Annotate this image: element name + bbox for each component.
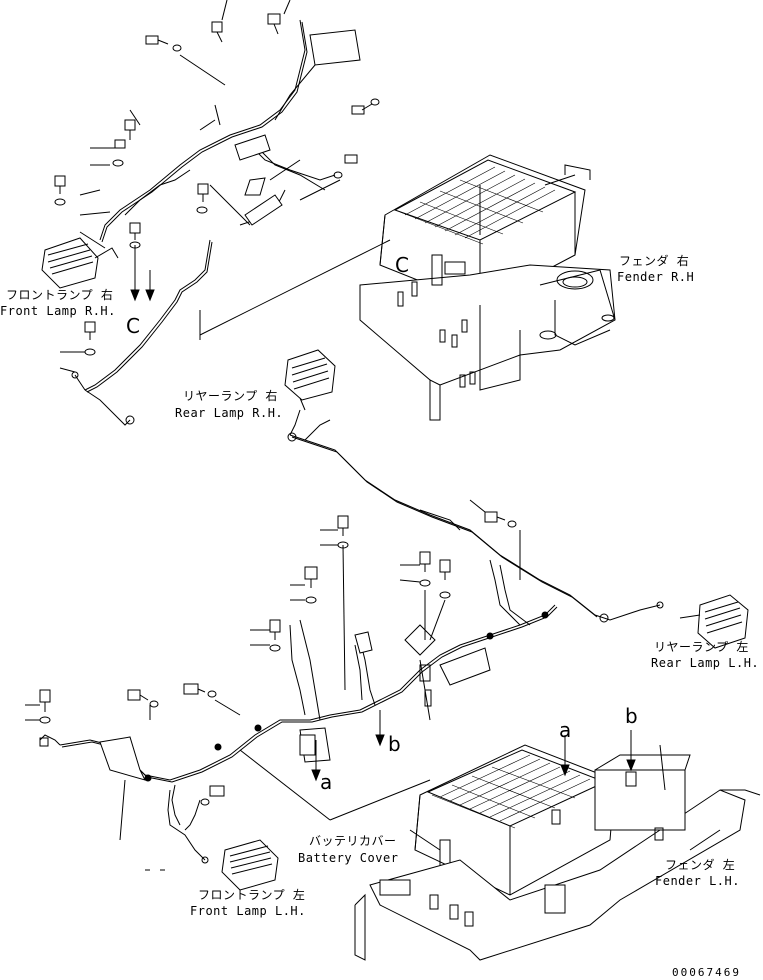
label-fender-lh-jp: フェンダ 左 xyxy=(665,858,736,872)
rear-lamp-rh xyxy=(285,350,335,410)
ref-c-lower: C xyxy=(126,314,140,338)
upper-fasteners xyxy=(55,14,379,372)
ref-b-upper: b xyxy=(625,704,638,728)
label-rear-lamp-lh-jp: リヤーランプ 左 xyxy=(654,640,749,654)
document-number: 00067469 xyxy=(672,966,741,979)
rear-lamp-lh xyxy=(680,595,748,648)
battery-cover-assembly xyxy=(355,745,760,960)
leader-line xyxy=(200,240,390,335)
label-front-lamp-rh-en: Front Lamp R.H. xyxy=(0,304,116,318)
label-fender-rh-en: Fender R.H xyxy=(617,270,695,284)
upper-harness xyxy=(72,20,360,425)
label-rear-lamp-rh-jp: リヤーランプ 右 xyxy=(183,389,278,403)
middle-harness xyxy=(288,410,663,622)
label-battery-cover-jp: バッテリカバー xyxy=(309,834,397,848)
label-front-lamp-rh-jp: フロントランプ 右 xyxy=(6,288,114,302)
label-fender-lh-en: Fender L.H. xyxy=(655,874,740,888)
lower-harness xyxy=(40,560,557,863)
ref-c-upper: C xyxy=(395,253,409,277)
label-fender-rh-jp: フェンダ 右 xyxy=(619,254,690,268)
ref-a-upper: a xyxy=(559,718,572,742)
label-front-lamp-lh-jp: フロントランプ 左 xyxy=(198,888,306,902)
label-rear-lamp-rh-en: Rear Lamp R.H. xyxy=(175,406,284,420)
fender-rh-assembly xyxy=(360,155,615,420)
ref-b-lower: b xyxy=(388,732,401,756)
label-rear-lamp-lh-en: Rear Lamp L.H. xyxy=(651,656,760,670)
lower-fasteners xyxy=(25,500,520,805)
label-battery-cover-en: Battery Cover xyxy=(298,851,399,865)
front-lamp-rh xyxy=(42,238,118,288)
front-lamp-lh xyxy=(145,840,278,890)
ref-a-lower: a xyxy=(320,770,333,794)
label-front-lamp-lh-en: Front Lamp L.H. xyxy=(190,904,306,918)
